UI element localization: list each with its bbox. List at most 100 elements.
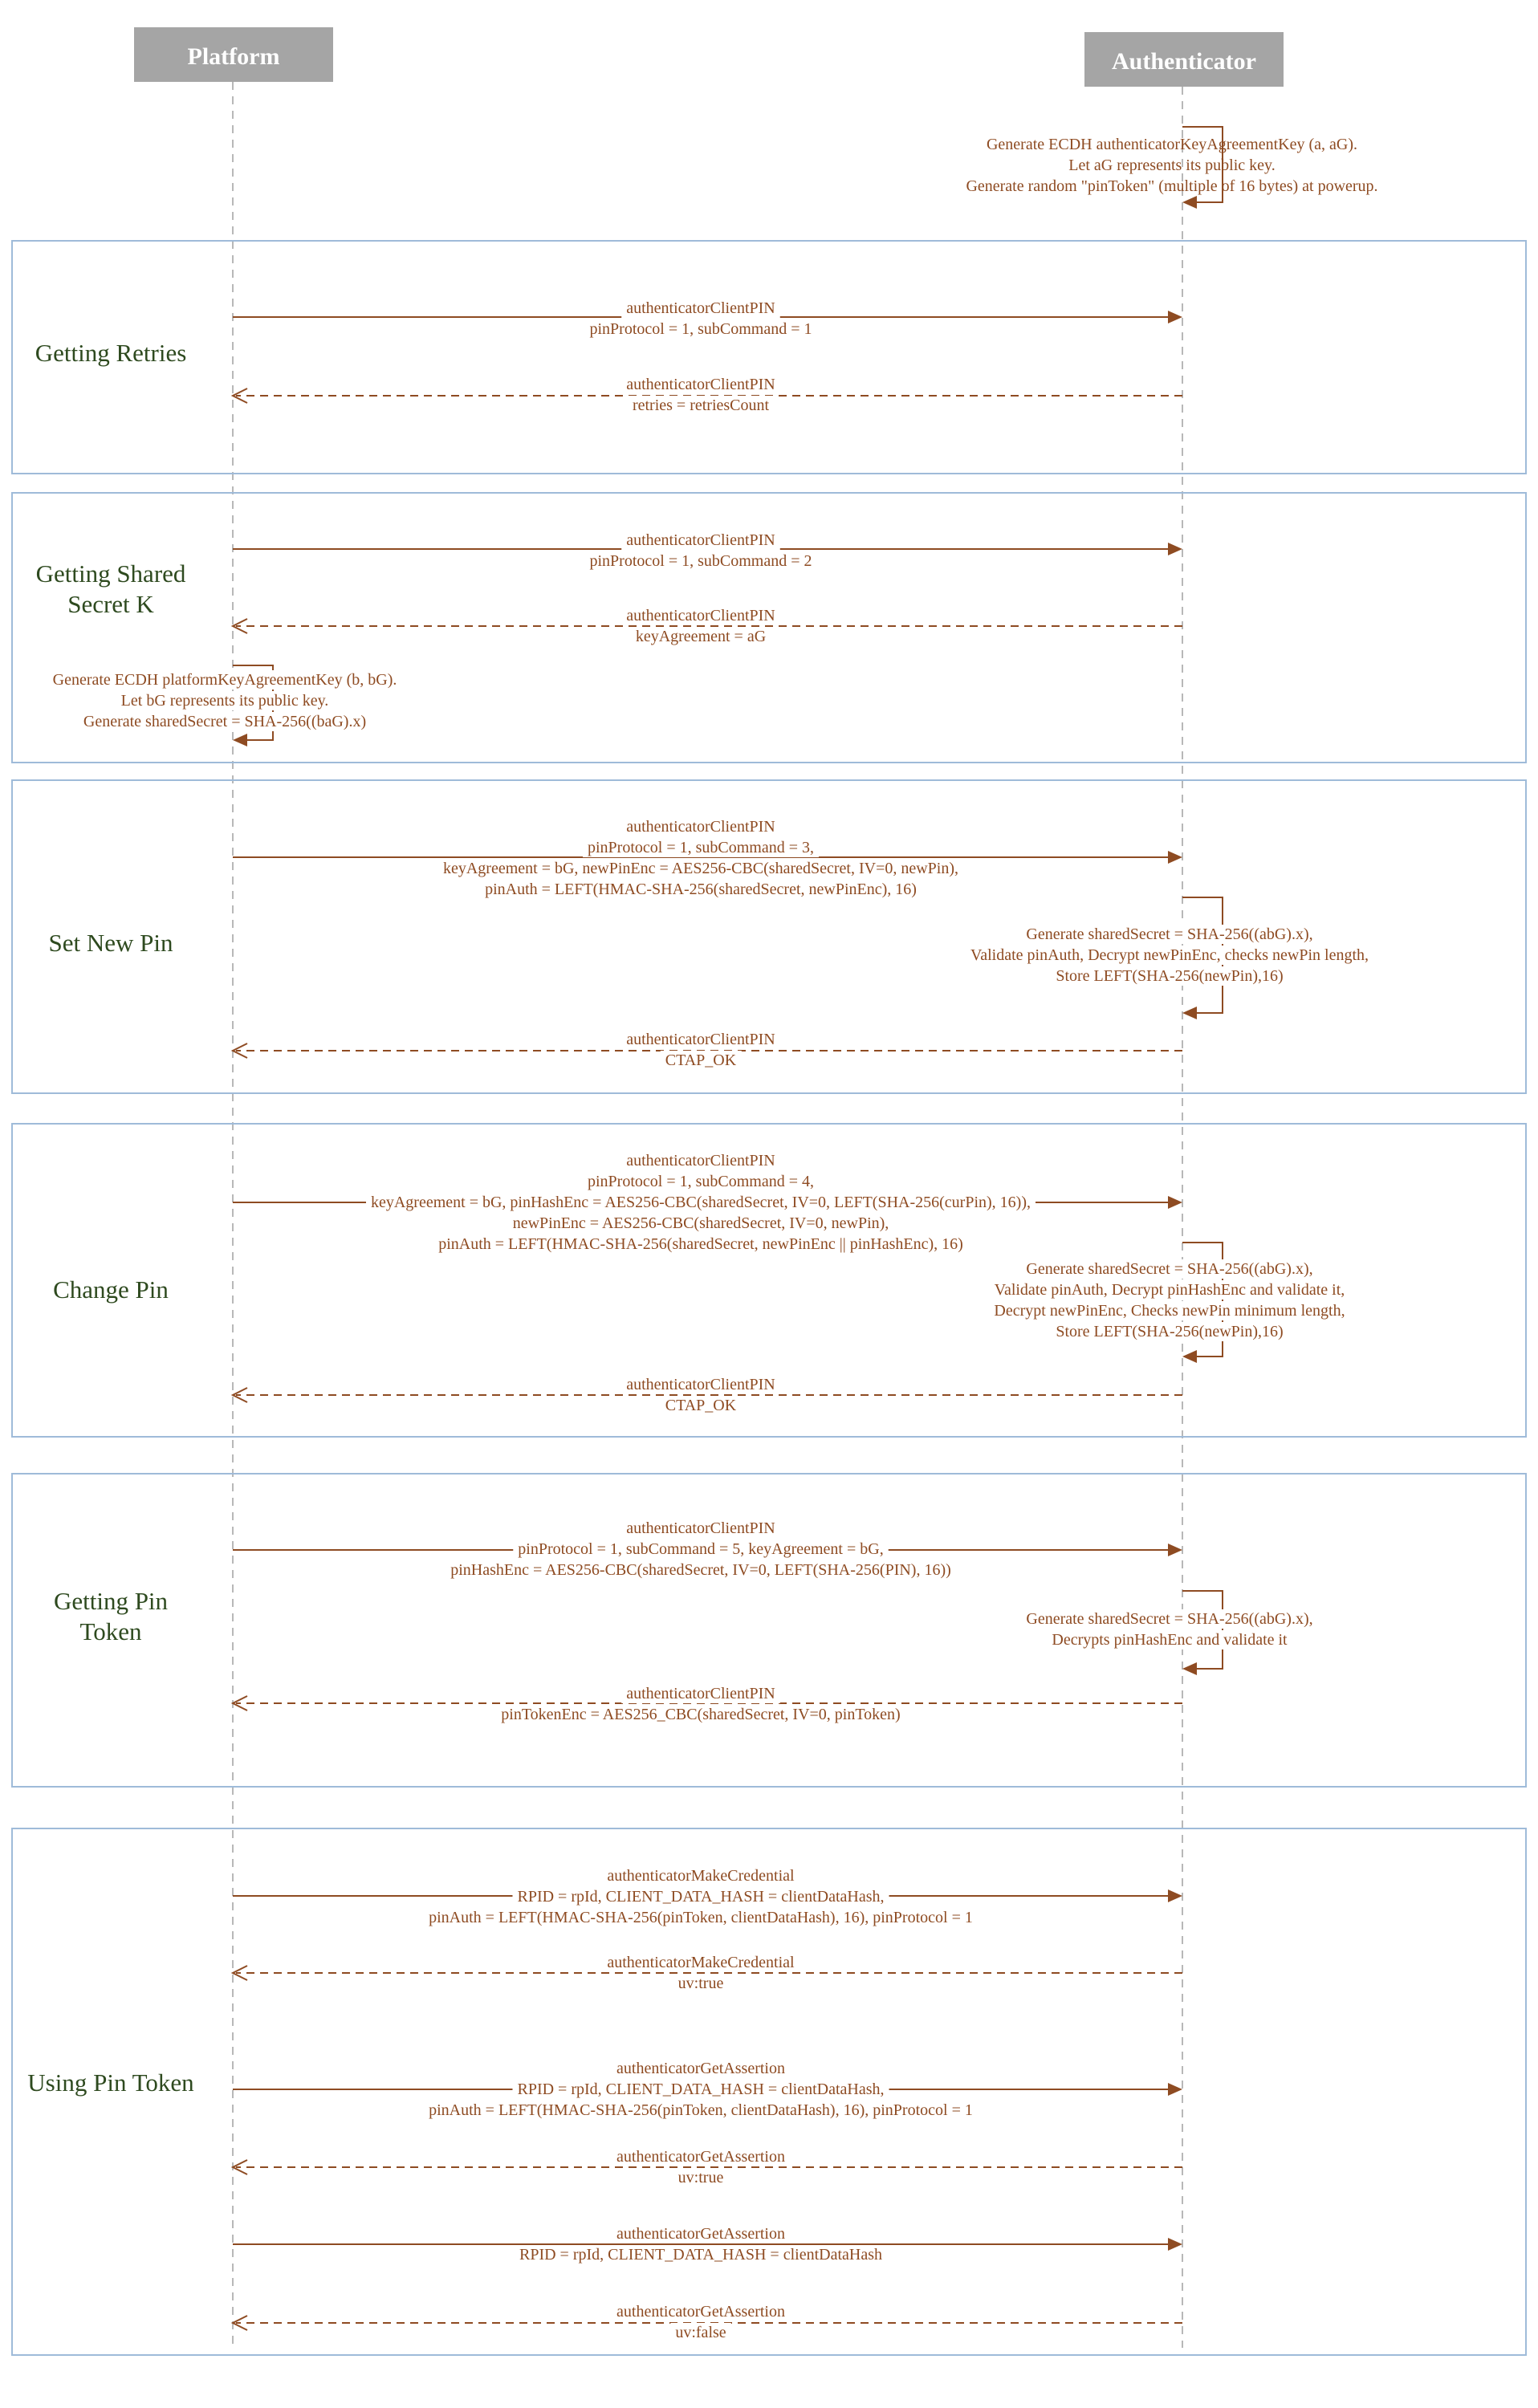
response-label-line: authenticatorMakeCredential xyxy=(607,1954,795,1971)
label-background xyxy=(433,1235,968,1254)
request-label-line: RPID = rpId, CLIENT_DATA_HASH = clientDa… xyxy=(517,1888,884,1906)
arrow-head xyxy=(230,388,248,404)
label-background xyxy=(513,1540,889,1559)
response-label-line: uv:true xyxy=(678,2169,724,2186)
section-label: Getting Retries xyxy=(35,339,187,367)
label-background xyxy=(621,606,780,625)
request-label-line: pinProtocol = 1, subCommand = 1 xyxy=(589,320,812,338)
label-background xyxy=(1047,1630,1293,1649)
response-label-line: authenticatorClientPIN xyxy=(626,376,775,393)
section-frame xyxy=(11,1828,1527,2356)
label-background xyxy=(966,946,1373,965)
label-background xyxy=(582,1172,820,1191)
request-label-line: authenticatorMakeCredential xyxy=(607,1867,795,1885)
request-label-line: keyAgreement = bG, newPinEnc = AES256-CB… xyxy=(443,860,958,877)
section-4: Change Pin xyxy=(11,1123,1527,1438)
label-background xyxy=(670,2323,731,2342)
label-background xyxy=(673,2168,729,2187)
arrow-head xyxy=(230,2159,248,2175)
authenticator-note: Generate sharedSecret = SHA-256((abG).x)… xyxy=(989,1259,1350,1341)
request-label-line: RPID = rpId, CLIENT_DATA_HASH = clientDa… xyxy=(519,2246,882,2264)
label-background xyxy=(621,1151,780,1170)
authenticator-note-line: Generate sharedSecret = SHA-256((abG).x)… xyxy=(1026,1610,1312,1628)
response-label-line: uv:true xyxy=(678,1975,724,1992)
response-label-line: authenticatorGetAssertion xyxy=(616,2303,785,2321)
request-label-line: pinProtocol = 1, subCommand = 2 xyxy=(589,552,812,570)
authenticator-note-line: Store LEFT(SHA-256(newPin),16) xyxy=(1056,967,1283,985)
label-background xyxy=(424,1908,978,1927)
label-background xyxy=(621,1519,780,1538)
response-message: authenticatorMakeCredential uv:true xyxy=(230,1953,1182,1993)
section-label: Using Pin Token xyxy=(27,2068,194,2097)
response-label-line: authenticatorClientPIN xyxy=(626,1685,775,1702)
label-background xyxy=(621,1030,780,1049)
label-background xyxy=(507,1214,894,1233)
request-label: authenticatorClientPIN pinProtocol = 1, s… xyxy=(446,1519,956,1580)
arrow-head xyxy=(1168,1544,1182,1556)
platform-note-line: Generate ECDH platformKeyAgreementKey (b… xyxy=(53,671,397,689)
platform-note: Generate ECDH platformKeyAgreementKey (b… xyxy=(47,670,402,731)
label-background xyxy=(621,299,780,318)
label-background xyxy=(47,670,402,689)
label-background xyxy=(365,1193,1036,1212)
label-background xyxy=(582,838,820,857)
section-label: Change Pin xyxy=(53,1275,169,1304)
request-label-line: pinAuth = LEFT(HMAC-SHA-256(sharedSecret… xyxy=(438,1235,963,1253)
request-message: authenticatorClientPIN pinProtocol = 1, s… xyxy=(233,1519,1182,1580)
request-label-line: authenticatorClientPIN xyxy=(626,1519,775,1537)
platform-note-line: Generate sharedSecret = SHA-256((baG).x) xyxy=(83,713,366,730)
label-background xyxy=(621,531,780,550)
label-background xyxy=(660,1051,742,1070)
arrow-head xyxy=(1182,196,1197,209)
label-background xyxy=(673,1974,729,1993)
request-label-line: newPinEnc = AES256-CBC(sharedSecret, IV=… xyxy=(513,1214,889,1232)
authenticator-box xyxy=(1084,32,1284,87)
authenticator-participant: Authenticator xyxy=(1084,32,1284,87)
label-background xyxy=(602,1866,800,1885)
request-label-line: authenticatorClientPIN xyxy=(626,818,775,836)
label-background xyxy=(437,859,964,878)
self-authenticator-message: Generate sharedSecret = SHA-256((abG).x)… xyxy=(1021,1590,1318,1675)
arrow-head xyxy=(1168,1196,1182,1209)
arrow-head xyxy=(1168,1889,1182,1902)
request-label-line: RPID = rpId, CLIENT_DATA_HASH = clientDa… xyxy=(517,2081,884,2098)
label-background xyxy=(584,319,817,339)
arrow-head xyxy=(1168,851,1182,864)
label-background xyxy=(989,1280,1350,1300)
arrow-head xyxy=(230,1043,248,1059)
authenticator-note-line: Store LEFT(SHA-256(newPin),16) xyxy=(1056,1323,1283,1340)
label-background xyxy=(612,2224,790,2243)
section-frame xyxy=(11,1473,1527,1788)
section-label: Getting Pin xyxy=(54,1587,169,1615)
request-label-line: pinProtocol = 1, subCommand = 5, keyAgre… xyxy=(518,1540,883,1558)
lifelines xyxy=(232,82,1183,2348)
section-3: Set New Pin xyxy=(11,779,1527,1094)
platform-participant: Platform xyxy=(134,27,333,82)
label-background xyxy=(612,2059,790,2078)
label-background xyxy=(630,627,771,646)
messages: authenticatorClientPIN pinProtocol = 1, s… xyxy=(47,299,1373,2342)
response-label-line: keyAgreement = aG xyxy=(636,628,766,645)
self-platform-message: Generate ECDH platformKeyAgreementKey (b… xyxy=(47,665,402,746)
section-frame xyxy=(11,779,1527,1094)
label-background xyxy=(612,2302,790,2321)
label-background xyxy=(1021,1259,1318,1279)
label-background xyxy=(78,712,372,731)
self-authenticator-message: Generate sharedSecret = SHA-256((abG).x)… xyxy=(966,897,1373,1019)
self-loop-line xyxy=(1182,126,1223,203)
authenticator-note: Generate sharedSecret = SHA-256((abG).x)… xyxy=(966,925,1373,986)
